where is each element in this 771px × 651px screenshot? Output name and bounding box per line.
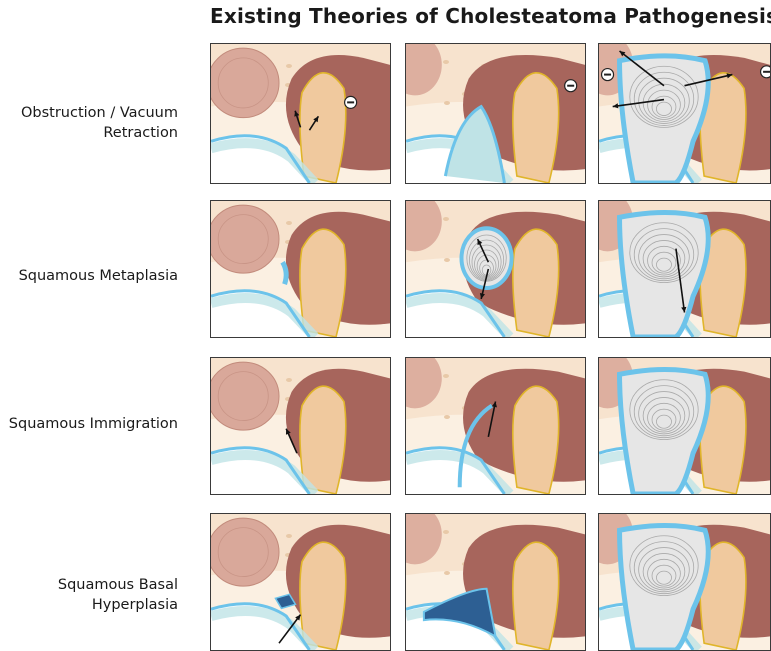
ear-anatomy-illustration (406, 44, 585, 183)
ear-anatomy-illustration (599, 44, 770, 183)
figure-title: Existing Theories of Cholesteatoma Patho… (210, 4, 770, 28)
row-label-hyperplasia: Squamous Basal Hyperplasia (0, 575, 178, 615)
illustration-panel-immigration-3 (598, 357, 771, 495)
illustration-panel-metaplasia-2 (405, 200, 586, 338)
illustration-panel-immigration-1 (210, 357, 391, 495)
ear-anatomy-illustration (211, 358, 390, 494)
illustration-panel-metaplasia-1 (210, 200, 391, 338)
illustration-panel-obstruction-3 (598, 43, 771, 184)
illustration-panel-hyperplasia-2 (405, 513, 586, 651)
illustration-panel-hyperplasia-3 (598, 513, 771, 651)
row-label-line: Obstruction / Vacuum (0, 103, 178, 123)
ear-anatomy-illustration (211, 514, 390, 650)
row-label-line: Squamous Immigration (0, 414, 178, 434)
illustration-panel-obstruction-2 (405, 43, 586, 184)
ear-anatomy-illustration (406, 358, 585, 494)
ear-anatomy-illustration (211, 44, 390, 183)
row-label-metaplasia: Squamous Metaplasia (0, 266, 178, 286)
row-label-obstruction: Obstruction / Vacuum Retraction (0, 103, 178, 143)
row-label-line: Hyperplasia (0, 595, 178, 615)
ear-anatomy-illustration (406, 201, 585, 337)
ear-anatomy-illustration (211, 201, 390, 337)
row-label-line: Squamous Metaplasia (0, 266, 178, 286)
row-label-immigration: Squamous Immigration (0, 414, 178, 434)
row-label-line: Squamous Basal (0, 575, 178, 595)
illustration-panel-obstruction-1 (210, 43, 391, 184)
ear-anatomy-illustration (599, 201, 770, 337)
ear-anatomy-illustration (599, 514, 770, 650)
row-label-line: Retraction (0, 123, 178, 143)
ear-anatomy-illustration (599, 358, 770, 494)
illustration-panel-immigration-2 (405, 357, 586, 495)
illustration-panel-hyperplasia-1 (210, 513, 391, 651)
ear-anatomy-illustration (406, 514, 585, 650)
illustration-panel-metaplasia-3 (598, 200, 771, 338)
